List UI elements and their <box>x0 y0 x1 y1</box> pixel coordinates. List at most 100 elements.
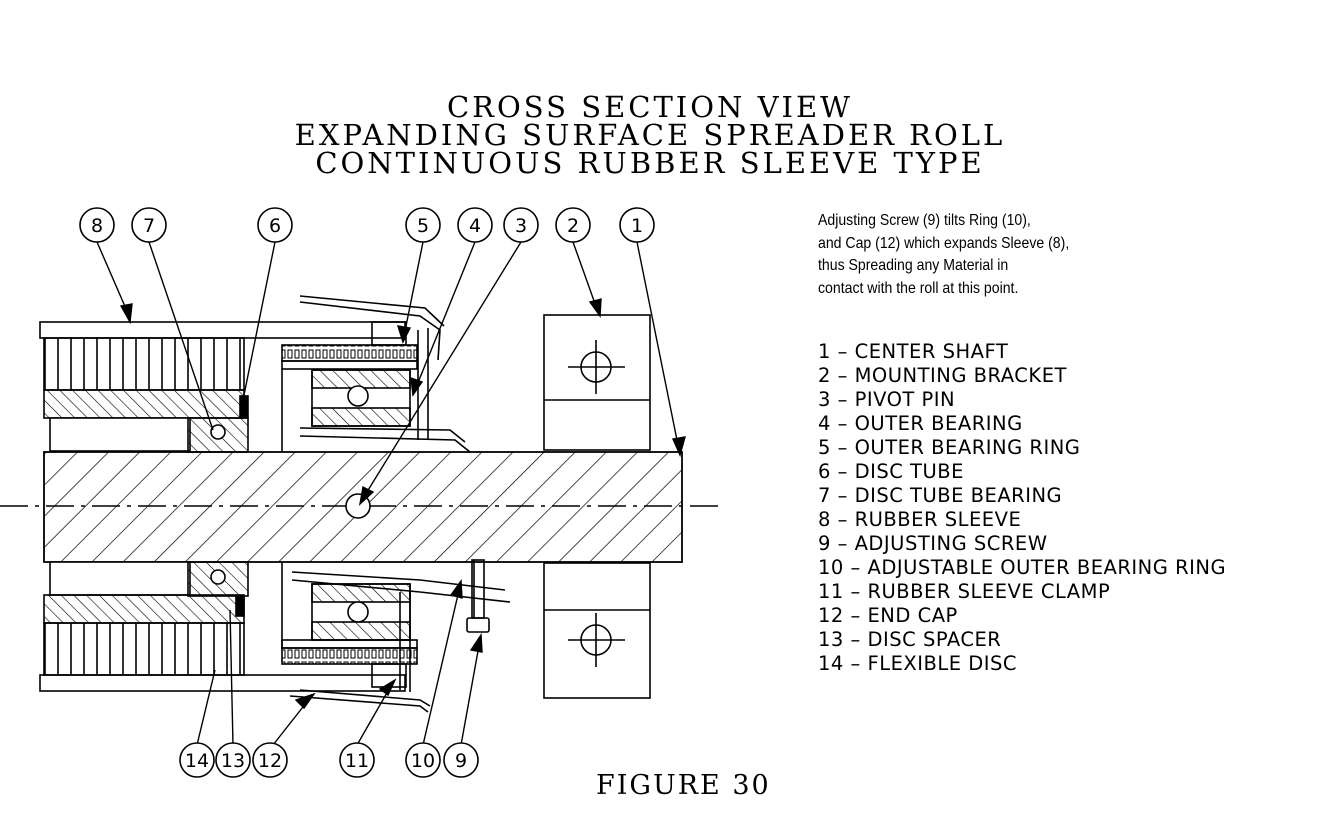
legend-item-number: 7 <box>818 484 831 507</box>
legend-item-separator: – <box>830 460 855 483</box>
legend-item-separator: – <box>830 340 855 363</box>
legend-item-text: CENTER SHAFT <box>854 340 1009 363</box>
legend-item-separator: – <box>843 580 868 603</box>
callout-6-label: 6 <box>269 215 281 237</box>
legend-item-separator: – <box>830 388 855 411</box>
legend-item-number: 3 <box>818 388 831 411</box>
callout-12-label: 12 <box>258 750 282 772</box>
callout-13-label: 13 <box>221 750 245 772</box>
callout-12: 12 <box>252 742 288 778</box>
callout-10-label: 10 <box>411 750 435 772</box>
legend-item: 7 – DISC TUBE BEARING <box>818 484 1226 508</box>
legend-item-separator: – <box>830 412 855 435</box>
legend-item-number: 8 <box>818 508 831 531</box>
note-line-3: thus Spreading any Material in <box>818 257 1009 274</box>
title-line-1: CROSS SECTION VIEW <box>446 90 853 124</box>
legend-item: 3 – PIVOT PIN <box>818 388 1226 412</box>
outer-bearing-lower <box>281 562 511 713</box>
legend-item: 11 – RUBBER SLEEVE CLAMP <box>818 580 1226 604</box>
figure-label: FIGURE 30 <box>596 770 771 801</box>
legend-item: 6 – DISC TUBE <box>818 460 1226 484</box>
legend-item: 1 – CENTER SHAFT <box>818 340 1226 364</box>
legend-item-text: DISC SPACER <box>867 628 1002 651</box>
callout-3-label: 3 <box>515 215 527 237</box>
legend-item-text: RUBBER SLEEVE <box>854 508 1022 531</box>
note-line-4: contact with the roll at this point. <box>818 279 1019 297</box>
callout-9: 9 <box>443 742 479 778</box>
center-shaft <box>0 451 725 563</box>
callout-1-label: 1 <box>631 215 643 237</box>
legend-item-separator: – <box>830 436 855 459</box>
legend-item-number: 4 <box>818 412 831 435</box>
legend-item: 12 – END CAP <box>818 604 1226 628</box>
legend-item-separator: – <box>843 652 868 675</box>
legend-item-text: DISC TUBE <box>854 460 964 483</box>
title-line-3: CONTINUOUS RUBBER SLEEVE TYPE <box>315 146 985 180</box>
callout-14-label: 14 <box>185 750 209 772</box>
callout-2: 2 <box>555 207 591 243</box>
legend-item-separator: – <box>830 484 855 507</box>
legend-item-number: 9 <box>818 532 831 555</box>
callout-11: 11 <box>339 742 375 778</box>
rubber-sleeve-upper <box>39 321 406 453</box>
callout-5-label: 5 <box>417 215 429 237</box>
callout-11-label: 11 <box>345 750 369 772</box>
legend-item: 14 – FLEXIBLE DISC <box>818 652 1226 676</box>
callout-10: 10 <box>405 742 441 778</box>
legend-item: 10 – ADJUSTABLE OUTER BEARING RING <box>818 556 1226 580</box>
callout-13: 13 <box>215 742 251 778</box>
legend-item-number: 5 <box>818 436 831 459</box>
legend-item: 2 – MOUNTING BRACKET <box>818 364 1226 388</box>
legend-item-number: 11 <box>818 580 844 603</box>
callout-4: 4 <box>457 207 493 243</box>
legend-item-number: 1 <box>818 340 831 363</box>
callout-3: 3 <box>503 207 539 243</box>
legend-item-text: DISC TUBE BEARING <box>854 484 1063 507</box>
legend-item-text: ADJUSTABLE OUTER BEARING RING <box>867 556 1227 579</box>
legend-item-text: PIVOT PIN <box>854 388 956 411</box>
legend-item-separator: – <box>830 532 855 555</box>
legend-item: 9 – ADJUSTING SCREW <box>818 532 1226 556</box>
legend-item-separator: – <box>843 628 868 651</box>
callout-7-label: 7 <box>143 215 155 237</box>
legend-item-separator: – <box>830 508 855 531</box>
rubber-sleeve-lower <box>39 561 406 692</box>
legend-item-separator: – <box>843 556 868 579</box>
legend-item: 5 – OUTER BEARING RING <box>818 436 1226 460</box>
callout-4-label: 4 <box>469 215 481 237</box>
legend-item: 8 – RUBBER SLEEVE <box>818 508 1226 532</box>
legend-item-separator: – <box>843 604 868 627</box>
adjusting-screw <box>466 559 490 633</box>
legend-item-text: FLEXIBLE DISC <box>867 652 1018 675</box>
legend-item: 13 – DISC SPACER <box>818 628 1226 652</box>
explanation-note: Adjusting Screw (9) tilts Ring (10), and… <box>818 210 1069 300</box>
legend-item-text: RUBBER SLEEVE CLAMP <box>867 580 1111 603</box>
callout-7: 7 <box>131 207 167 243</box>
mounting-bracket-bottom <box>543 562 651 699</box>
legend-item-text: OUTER BEARING <box>854 412 1023 435</box>
legend-item-number: 10 <box>818 556 844 579</box>
legend-item-separator: – <box>830 364 855 387</box>
legend-item-number: 12 <box>818 604 844 627</box>
leader-lines <box>96 241 686 746</box>
title-line-2: EXPANDING SURFACE SPREADER ROLL <box>294 118 1006 152</box>
legend-item-number: 6 <box>818 460 831 483</box>
legend-item-text: MOUNTING BRACKET <box>854 364 1067 387</box>
callout-14: 14 <box>179 742 215 778</box>
note-line-1: Adjusting Screw (9) tilts Ring (10), <box>818 212 1031 229</box>
outer-bearing-upper <box>281 295 471 453</box>
callout-6: 6 <box>257 207 293 243</box>
note-line-2: and Cap (12) which expands Sleeve (8), <box>818 234 1070 252</box>
callout-2-label: 2 <box>567 215 579 237</box>
callout-5: 5 <box>405 207 441 243</box>
legend-item-number: 14 <box>818 652 844 675</box>
legend-item-text: OUTER BEARING RING <box>854 436 1081 459</box>
callout-8: 8 <box>79 207 115 243</box>
mounting-bracket-top <box>543 314 651 451</box>
legend-item: 4 – OUTER BEARING <box>818 412 1226 436</box>
legend-item-text: ADJUSTING SCREW <box>854 532 1048 555</box>
callout-9-label: 9 <box>455 750 467 772</box>
